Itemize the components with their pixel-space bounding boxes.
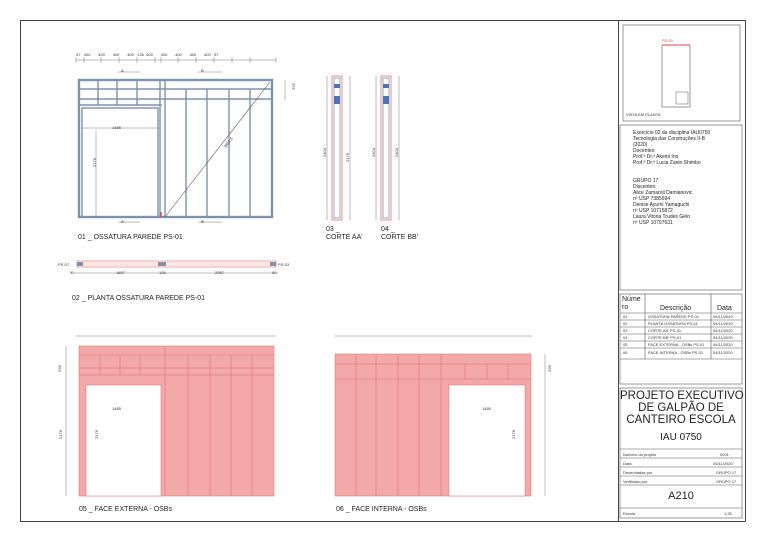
section-a2-marker: A'	[121, 219, 125, 224]
section-dim-2404: 2404	[321, 148, 327, 157]
table-head-desc: Descrição	[660, 305, 692, 312]
drawing-02-title: 02 _ PLANTA OSSATURA PAREDE PS-01	[72, 295, 206, 302]
section-cuts	[326, 75, 400, 221]
list-item-desc: OSSATURA PAREDE PS-01	[648, 314, 699, 319]
table-head-date: Data	[717, 305, 732, 312]
plan-tag-right: PS-03	[278, 262, 290, 267]
drawing-06-title: 06 _ FACE INTERNA - OSBs	[336, 506, 427, 513]
project-info: Exercício 02 da disciplina IAU0750 Tecno…	[633, 130, 711, 226]
ext-opening-height: 2176	[93, 430, 99, 439]
list-item-desc: CORTE AA' PS-01	[648, 328, 682, 333]
drawing-03-number: 03 _	[326, 226, 340, 233]
scale-value: 1:25	[724, 511, 732, 516]
meta-label: Número do projeto	[623, 452, 657, 457]
table-head-number: Núme ro	[622, 296, 641, 311]
wall-framing-elevation	[75, 57, 286, 223]
list-item-number: 06	[623, 350, 628, 355]
dim-right: 225	[290, 83, 296, 90]
section-dim-2404b: 2404	[370, 148, 376, 157]
meta-value: 0001	[720, 452, 729, 457]
key-plan-tag: PS-01	[662, 38, 674, 43]
meta-label: Desenhadas por	[623, 470, 653, 475]
drawing-04-number: 04 _	[381, 226, 395, 233]
meta-value: GRUPO 17	[716, 470, 737, 475]
list-item-number: 04	[623, 335, 628, 340]
plan-dim-90b: 90	[272, 270, 277, 275]
drawing-04-title: CORTE BB'	[381, 234, 418, 241]
meta-value: 04/11/2020	[713, 461, 733, 466]
meta-label: Verificado por	[623, 479, 648, 484]
section-a-marker: A	[121, 68, 124, 73]
project-title: PROJETO EXECUTIVO DE GALPÃO DE CANTEIRO …	[620, 390, 744, 426]
list-item-date: 04/11/2020	[713, 350, 733, 355]
int-opening-height: 2176	[510, 430, 516, 439]
section-dim-2176: 2176	[344, 153, 350, 162]
drawing-03-title: CORTE AA'	[326, 234, 363, 241]
drawing-sheet-border	[20, 20, 746, 522]
list-item-desc: PLANTA OSSATURA PS-01	[648, 321, 698, 326]
section-dim-2404c: 2404	[393, 148, 399, 157]
ext-opening-width: 1485	[112, 406, 121, 411]
drawing-01-title: 01 _ OSSATURA PAREDE PS-01	[78, 234, 183, 241]
meta-value: GRUPO 17	[716, 479, 737, 484]
section-b-marker: B	[201, 68, 204, 73]
drawing-05-title: 05 _ FACE EXTERNA - OSBs	[79, 506, 172, 513]
list-item-number: 02	[623, 321, 628, 326]
int-opening-width: 1485	[482, 406, 491, 411]
dim-opening-height: 2176	[91, 158, 97, 167]
plan-dim-126: 126	[159, 270, 166, 275]
list-item-desc: CORTE BB' PS-01	[648, 335, 682, 340]
key-plan-label: VISTA EM PLANTA	[626, 112, 661, 117]
dim-opening-width: 1485	[112, 125, 121, 130]
list-item-date: 04/11/2020	[713, 321, 733, 326]
list-item-desc: FACE INTERNA - OSBs PS-01	[648, 350, 704, 355]
list-item-date: 04/11/2020	[713, 314, 733, 319]
meta-label: Data	[623, 461, 632, 466]
dim-top-row: 57 400 400 400 400 126 400 400 400 400 4…	[76, 52, 219, 57]
title-block	[618, 20, 746, 522]
external-osb-face	[65, 335, 276, 497]
list-item-desc: FACE EXTERNA - OSBs PS-01	[648, 342, 705, 347]
internal-osb-face	[334, 335, 546, 497]
list-item-date: 04/11/2020	[713, 335, 733, 340]
ext-side-536: 536	[56, 365, 62, 372]
sheet-number: A210	[668, 490, 694, 502]
ext-side-dim: 2176	[57, 430, 63, 439]
list-item-date: 04/11/2020	[713, 328, 733, 333]
course-code: IAU 0750	[660, 432, 702, 443]
key-plan	[622, 24, 741, 122]
list-item-date: 04/11/2020	[713, 342, 733, 347]
plan-dim-2057: 2057	[215, 270, 224, 275]
plan-strip	[75, 260, 278, 274]
plan-dim-90: 90	[70, 270, 75, 275]
list-item-number: 01	[623, 314, 628, 319]
list-item-number: 05	[623, 342, 628, 347]
list-item-number: 03	[623, 328, 628, 333]
plan-dim-1657: 1657	[116, 270, 125, 275]
section-b2-marker: B'	[201, 219, 205, 224]
scale-label: Escola	[623, 511, 636, 516]
int-side-536: 536	[546, 365, 552, 372]
plan-tag-left: PS-07	[58, 262, 70, 267]
title-block-lines	[619, 124, 743, 519]
